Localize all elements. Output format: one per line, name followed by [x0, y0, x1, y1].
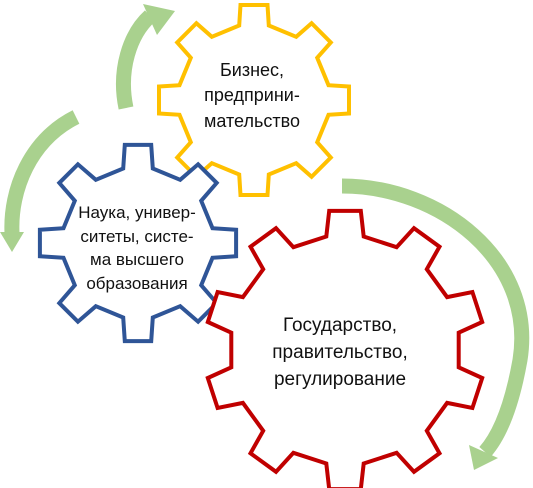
arrows [0, 4, 530, 470]
arrow-government-cycle-head [469, 445, 498, 470]
gear-science-label: Наука, универ- ситеты, систе- ма высшего… [78, 203, 196, 293]
gear-business-line-3: мательство [204, 111, 300, 131]
gear-government [205, 208, 485, 488]
gear-business-label: Бизнес, предприни- мательство [204, 60, 300, 131]
arrow-government-cycle [341, 178, 530, 457]
gear-science [37, 142, 239, 344]
gear-government-line-1: Государство, [283, 315, 397, 336]
arrow-business-to-science [4, 110, 80, 234]
gear-business [157, 3, 351, 197]
gear-science-line-2: ситеты, систе- [80, 227, 193, 246]
gear-government-line-2: правительство, [272, 342, 407, 363]
gear-science-line-1: Наука, универ- [78, 203, 196, 222]
arrow-science-to-business [116, 10, 156, 110]
arrow-business-to-science-head [0, 232, 24, 252]
gear-business-line-2: предприни- [204, 85, 300, 105]
arrow-science-to-business-head [143, 4, 175, 35]
gear-science-line-4: образования [86, 274, 187, 293]
gear-business-line-1: Бизнес, [220, 60, 284, 80]
gear-government-line-3: регулирование [274, 369, 406, 390]
gear-government-label: Государство, правительство, регулировани… [272, 315, 407, 390]
gear-science-line-3: ма высшего [90, 250, 184, 269]
